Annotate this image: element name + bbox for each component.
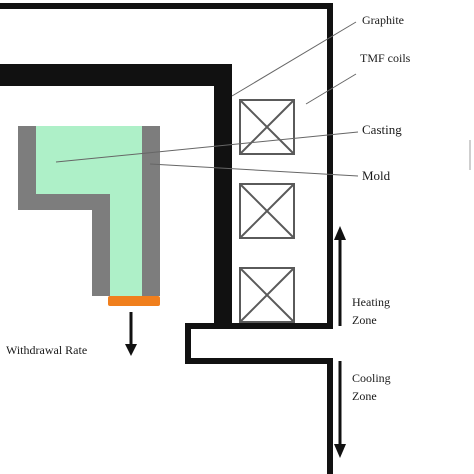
- label-casting: Casting: [362, 122, 402, 137]
- heating-zone-arrow: [334, 226, 346, 326]
- label-heating-zone-line1: Heating: [352, 295, 390, 309]
- chill-plate: [108, 296, 160, 306]
- leader-mold: [149, 163, 359, 177]
- label-graphite: Graphite: [362, 13, 404, 27]
- leader-graphite: [231, 21, 357, 97]
- tmf-coil-2: [239, 183, 295, 239]
- leader-tmf-coils: [305, 73, 357, 105]
- label-cooling-zone-line1: Cooling: [352, 371, 391, 385]
- tmf-coils: [239, 99, 295, 323]
- label-mold: Mold: [362, 168, 391, 183]
- graphite-susceptor: [0, 64, 232, 324]
- tmf-coil-1: [239, 99, 295, 155]
- label-heating-zone-line2: Zone: [352, 313, 377, 327]
- cooling-zone-arrow: [334, 361, 346, 458]
- label-tmf-coils: TMF coils: [360, 51, 411, 65]
- furnace-outer-wall: [0, 3, 333, 474]
- label-cooling-zone-line2: Zone: [352, 389, 377, 403]
- withdrawal-arrow: [125, 312, 137, 356]
- label-withdrawal-rate: Withdrawal Rate: [6, 343, 87, 357]
- leader-lines: [55, 21, 359, 177]
- casting: [36, 126, 142, 296]
- mold: [18, 126, 160, 296]
- tmf-coil-3: [239, 267, 295, 323]
- leader-casting: [55, 131, 359, 163]
